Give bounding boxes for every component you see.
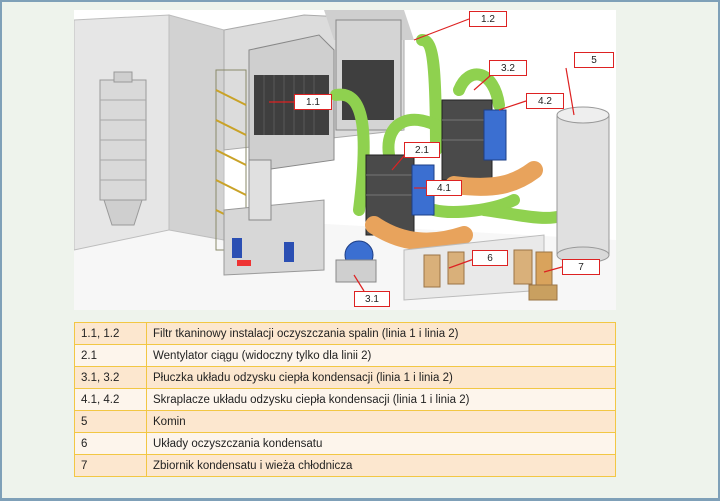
callout-2-1: 3.1 bbox=[354, 291, 390, 307]
legend-description: Układy oczyszczania kondensatu bbox=[146, 432, 616, 455]
legend-row: 6 Układy oczyszczania kondensatu bbox=[74, 432, 616, 455]
callout-3-2: 3.2 bbox=[489, 60, 527, 76]
legend-row: 7 Zbiornik kondensatu i wieża chłodnicza bbox=[74, 454, 616, 477]
legend-code: 1.1, 1.2 bbox=[74, 322, 147, 345]
legend-description: Skraplacze układu odzysku ciepła kondens… bbox=[146, 388, 616, 411]
legend-row: 1.1, 1.2 Filtr tkaninowy instalacji oczy… bbox=[74, 322, 616, 345]
legend-code: 2.1 bbox=[74, 344, 147, 367]
legend-description: Komin bbox=[146, 410, 616, 433]
legend-code: 5 bbox=[74, 410, 147, 433]
callout-4-1: 4.1 bbox=[426, 180, 462, 196]
legend-description: Wentylator ciągu (widoczny tylko dla lin… bbox=[146, 344, 616, 367]
callout-3-1: 2.1 bbox=[404, 142, 440, 158]
legend-description: Płuczka układu odzysku ciepła kondensacj… bbox=[146, 366, 616, 389]
legend-table: 1.1, 1.2 Filtr tkaninowy instalacji oczy… bbox=[74, 322, 616, 477]
legend-code: 7 bbox=[74, 454, 147, 477]
legend-row: 4.1, 4.2 Skraplacze układu odzysku ciepł… bbox=[74, 388, 616, 411]
legend-description: Filtr tkaninowy instalacji oczyszczania … bbox=[146, 322, 616, 345]
legend-row: 2.1 Wentylator ciągu (widoczny tylko dla… bbox=[74, 344, 616, 367]
callout-1-2: 1.2 bbox=[469, 11, 507, 27]
legend-row: 5 Komin bbox=[74, 410, 616, 433]
callout-5: 5 bbox=[574, 52, 614, 68]
plant-3d-illustration: 1.2 1.1 5 3.2 4.2 2.1 4.1 6 7 3.1 bbox=[74, 10, 616, 310]
legend-code: 3.1, 3.2 bbox=[74, 366, 147, 389]
plant-drawing bbox=[74, 10, 616, 310]
callout-1-1: 1.1 bbox=[294, 94, 332, 110]
callout-7: 7 bbox=[562, 259, 600, 275]
legend-code: 6 bbox=[74, 432, 147, 455]
legend-code: 4.1, 4.2 bbox=[74, 388, 147, 411]
callout-6: 6 bbox=[472, 250, 508, 266]
legend-row: 3.1, 3.2 Płuczka układu odzysku ciepła k… bbox=[74, 366, 616, 389]
legend-description: Zbiornik kondensatu i wieża chłodnicza bbox=[146, 454, 616, 477]
callout-4-2: 4.2 bbox=[526, 93, 564, 109]
